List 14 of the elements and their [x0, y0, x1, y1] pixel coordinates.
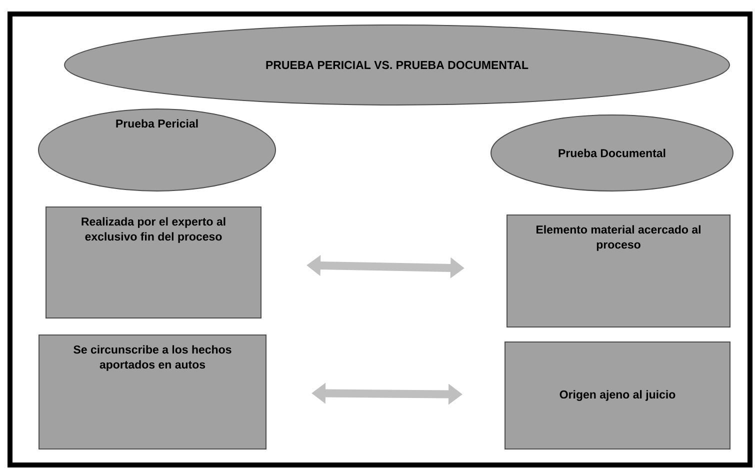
title-ellipse	[64, 24, 730, 106]
node-label: Elemento material acercado al proceso	[536, 225, 700, 251]
heading-ellipse	[490, 114, 734, 192]
text-box	[504, 342, 730, 450]
node-label: Realizada por el experto al exclusivo fin del proceso	[82, 217, 226, 243]
node-label: Origen ajeno al juicio	[560, 390, 676, 401]
node-label: Prueba Documental	[558, 148, 666, 158]
heading-ellipse	[38, 108, 276, 192]
text-box	[46, 206, 262, 318]
node-label: Prueba Pericial	[116, 119, 198, 128]
node-label: PRUEBA PERICIAL VS. PRUEBA DOCUMENTAL	[266, 60, 528, 70]
node-label: Se circunscribe a los hechos aportados en autos	[74, 345, 232, 371]
text-box	[38, 334, 266, 450]
text-box	[506, 214, 730, 328]
